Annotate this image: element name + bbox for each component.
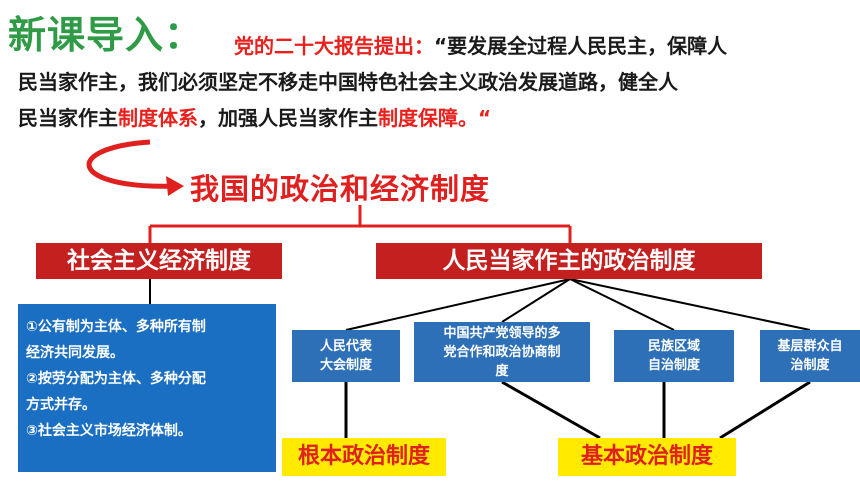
multiparty-cooperation-box: 中国共产党领导的多党合作和政治协商制度: [414, 322, 590, 382]
economic-system-details: ①公有制为主体、多种所有制 经济共同发展。 ②按劳分配为主体、多种分配 方式并存…: [18, 304, 276, 472]
npc-system-box: 人民代表大会制度: [292, 330, 400, 382]
econ-item: ②按劳分配为主体、多种分配: [26, 371, 206, 387]
box-text: 度: [495, 363, 509, 379]
quote-highlight-guarantee: 制度保障: [378, 106, 458, 130]
quote-text: 党的二十大报告提出：“要发展全过程人民民主，保障人 民当家作主，我们必须坚定不移…: [18, 28, 848, 136]
quote-lead: 党的二十大报告提出：: [234, 34, 434, 58]
econ-item: 经济共同发展。: [26, 345, 124, 361]
fan-line-3: [569, 278, 675, 331]
econ-item: ①公有制为主体、多种所有制: [26, 319, 206, 335]
quote-line3-c: ，加强人民当家作主: [198, 106, 378, 130]
regional-autonomy-box: 民族区域自治制度: [614, 330, 734, 382]
fundamental-political-system-label: 根本政治制度: [282, 438, 446, 476]
economic-system-bar: 社会主义经济制度: [36, 243, 282, 279]
econ-item: 方式并存。: [26, 397, 96, 413]
arrow-head: [166, 176, 184, 196]
box-text: 自治制度: [647, 358, 700, 373]
fan-line-4: [569, 278, 811, 331]
quote-highlight-system: 制度体系: [118, 106, 198, 130]
grassroots-autonomy-box: 基层群众自治制度: [760, 330, 860, 382]
box-text: 人民代表: [319, 339, 372, 354]
econ-item: ③社会主义市场经济体制。: [26, 423, 192, 439]
box-text: 治制度: [790, 358, 830, 373]
quote-line1: “要发展全过程人民民主，保障人: [434, 34, 728, 58]
page-title: 新课导入：: [8, 13, 204, 57]
quote-line2: 民当家作主，我们必须坚定不移走中国特色社会主义政治发展道路，健全人: [18, 70, 678, 94]
quote-line3-a: 民当家作主: [18, 106, 118, 130]
fan-line-2: [501, 278, 571, 323]
quote-line3-e: 。“: [458, 106, 492, 130]
box-text: 中国共产党领导的多: [443, 325, 561, 341]
main-heading: 我国的政治和经济制度: [190, 172, 491, 206]
basic-political-system-label: 基本政治制度: [558, 438, 736, 476]
basic-line-3: [719, 380, 811, 440]
box-text: 民族区域: [647, 339, 700, 354]
box-text: 党合作和政治协商制: [443, 344, 561, 360]
box-text: 基层群众自: [777, 339, 843, 354]
box-text: 大会制度: [319, 358, 372, 373]
curved-arrow: [86, 139, 179, 189]
basic-line-1: [501, 380, 601, 440]
political-system-bar: 人民当家作主的政治制度: [376, 243, 762, 279]
fan-line-1: [345, 278, 571, 331]
quote-line3: 民当家作主制度体系，加强人民当家作主制度保障。“: [18, 100, 848, 136]
